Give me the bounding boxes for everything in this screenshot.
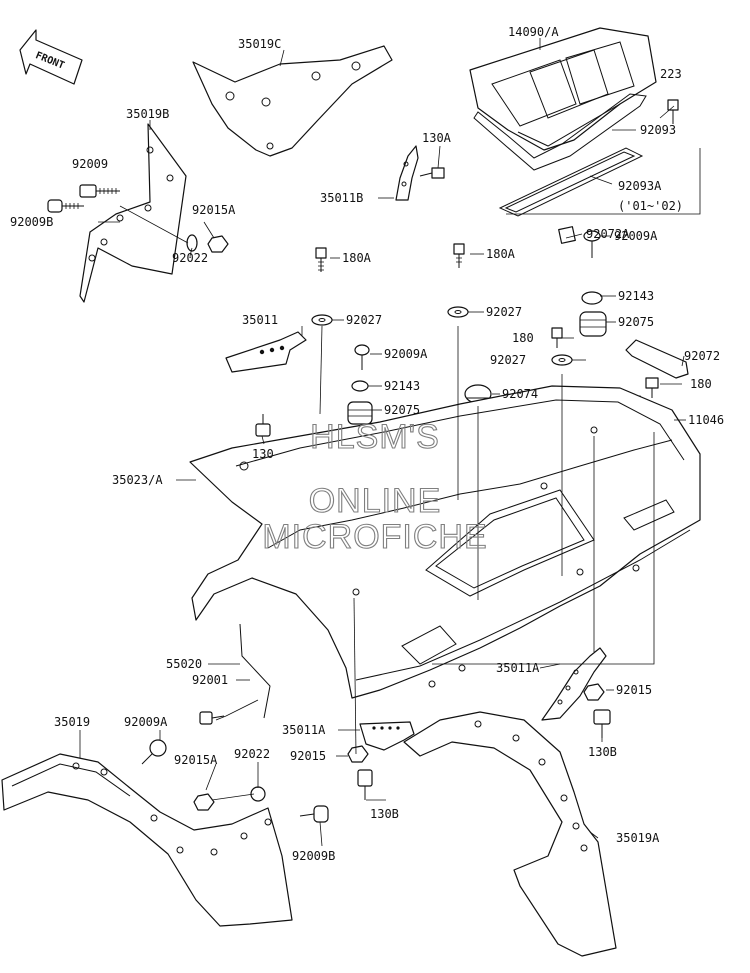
bolt-130b-bottom (357, 769, 373, 800)
bolt-223 (667, 99, 679, 124)
label-130b-bottom: 130B (370, 807, 399, 821)
bolt-92009 (79, 184, 120, 198)
label-92009b-bottom: 92009B (292, 849, 335, 863)
label-130b-right: 130B (588, 745, 617, 759)
label-14090a: 14090/A (508, 25, 559, 39)
label-92075-right: 92075 (618, 315, 654, 329)
nut-92015-right (583, 683, 605, 701)
part-35011-bracket (225, 331, 307, 373)
label-92093a-note: ('01~'02) (618, 199, 683, 213)
label-92015-right: 92015 (616, 683, 652, 697)
leader-lines (79, 38, 701, 847)
washer-92027-left (311, 314, 333, 326)
grommet-92075-right (579, 311, 607, 337)
part-labels: 14090/A 35019C 223 92093 35019B 130A 920… (10, 25, 724, 863)
label-35019b: 35019B (126, 107, 169, 121)
label-35011b: 35011B (320, 191, 363, 205)
label-92027-right: 92027 (490, 353, 526, 367)
label-92143-mid: 92143 (384, 379, 420, 393)
label-92009b-top: 92009B (10, 215, 53, 229)
label-92022-top: 92022 (172, 251, 208, 265)
bolt-180-mid (551, 327, 563, 348)
bolt-130a (419, 167, 445, 179)
bolt-180a-mid (453, 243, 465, 268)
bolt-180a-left (315, 247, 327, 272)
part-14090a-carrier (469, 27, 657, 151)
label-92027-left: 92027 (346, 313, 382, 327)
part-92093-seal (473, 93, 647, 171)
label-130: 130 (252, 447, 274, 461)
watermark-line-2: ONLINE (309, 482, 442, 520)
leader-92009-top (119, 205, 189, 244)
label-92009a-right: 92009A (614, 229, 658, 243)
nut-92015-bottom (347, 745, 369, 763)
label-92093: 92093 (640, 123, 676, 137)
bolt-92001 (199, 711, 225, 725)
label-92075-mid: 92075 (384, 403, 420, 417)
label-180a-mid: 180A (486, 247, 516, 261)
nut-92015a-top (207, 235, 229, 253)
label-180a-left: 180A (342, 251, 372, 265)
watermark-line-3: MICROFICHE (262, 518, 487, 556)
bolt-92009a-bottom (141, 739, 167, 765)
label-11046: 11046 (688, 413, 724, 427)
label-92074: 92074 (502, 387, 538, 401)
label-35019a: 35019A (616, 831, 660, 845)
part-35023a-fender (189, 385, 701, 699)
part-35011a-right-bracket (541, 647, 607, 721)
label-92009: 92009 (72, 157, 108, 171)
label-92015-bottom: 92015 (290, 749, 326, 763)
label-35011: 35011 (242, 313, 278, 327)
label-92009a-mid: 92009A (384, 347, 428, 361)
label-92022-bottom: 92022 (234, 747, 270, 761)
part-35011a-bottom-bracket (359, 721, 415, 751)
watermark-line-1: HLSM'S (310, 418, 440, 456)
label-92072: 92072 (684, 349, 720, 363)
bolt-130b-right (593, 709, 611, 738)
label-223: 223 (660, 67, 682, 81)
part-35019-mudflap (1, 753, 293, 927)
front-arrow: FRONT (19, 29, 83, 85)
part-35011b-bracket (395, 145, 419, 201)
label-92009a-bottom: 92009A (124, 715, 168, 729)
watermark: HLSM'S ONLINE MICROFICHE (262, 417, 487, 556)
cap-92074 (464, 384, 492, 404)
nut-92015a-bottom (193, 793, 215, 811)
label-35011a-right: 35011A (496, 661, 540, 675)
bolt-180-right (645, 377, 659, 398)
label-92093a: 92093A (618, 179, 662, 193)
label-92001: 92001 (192, 673, 228, 687)
part-92093a-seal (498, 147, 644, 217)
label-35023a: 35023/A (112, 473, 163, 487)
bolt-92009b-top (47, 199, 84, 213)
part-92072-strap (625, 339, 689, 379)
washer-92022-top (186, 234, 198, 252)
part-35019c-guard (192, 45, 393, 157)
bolt-130 (255, 414, 271, 437)
label-92015a-bottom: 92015A (174, 753, 218, 767)
bolt-92009a-mid (354, 344, 370, 370)
label-92143-right: 92143 (618, 289, 654, 303)
bolt-92009b-bottom (299, 805, 329, 823)
part-55020-rod (239, 623, 271, 719)
label-35011a-bottom: 35011A (282, 723, 326, 737)
label-92027-mid: 92027 (486, 305, 522, 319)
washer-92143-mid (351, 380, 369, 392)
label-130a: 130A (422, 131, 452, 145)
washer-92027-right (551, 354, 573, 366)
part-35019a-mudflap (403, 711, 617, 957)
label-35019c: 35019C (238, 37, 281, 51)
label-92072a: 92072A (586, 227, 630, 241)
washer-92027-mid (447, 306, 469, 318)
label-35019: 35019 (54, 715, 90, 729)
grommet-92075-mid (347, 401, 373, 425)
label-180-right: 180 (690, 377, 712, 391)
label-55020: 55020 (166, 657, 202, 671)
washer-92143-right (581, 291, 603, 305)
part-92072a-tab (558, 226, 576, 244)
label-92015a-top: 92015A (192, 203, 236, 217)
label-180-mid: 180 (512, 331, 534, 345)
